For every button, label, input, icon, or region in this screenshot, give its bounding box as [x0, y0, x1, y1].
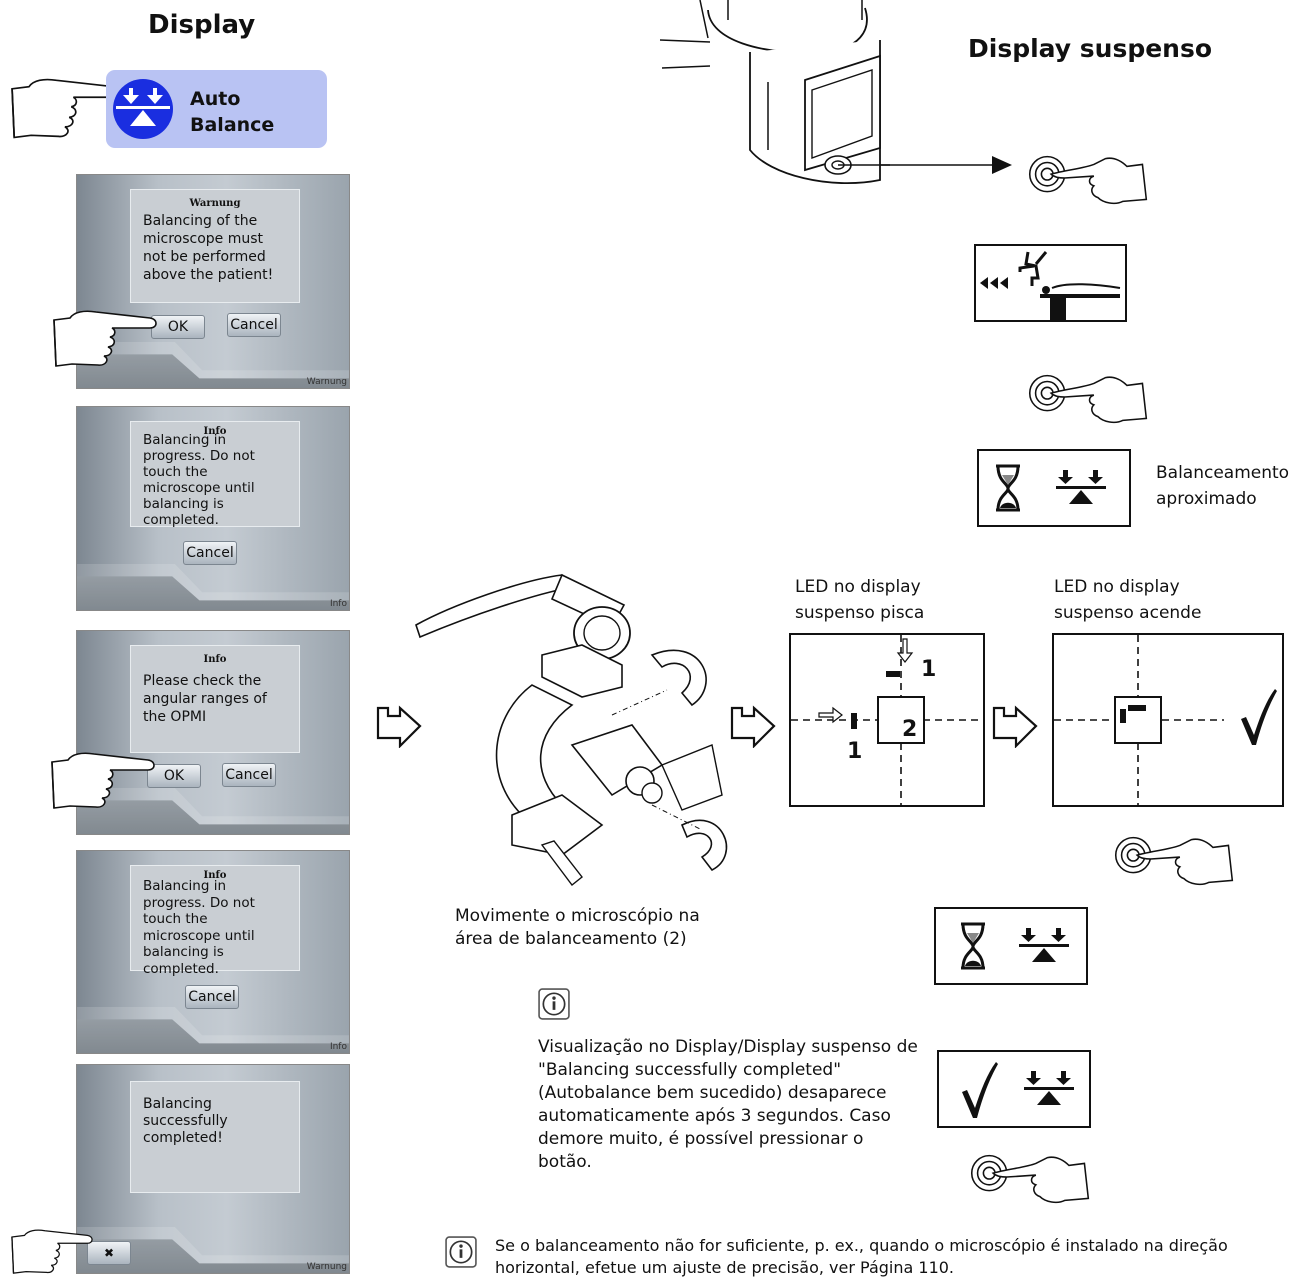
- hourglass-icon: [993, 461, 1023, 515]
- coarse-balancing-display: [977, 449, 1131, 527]
- auto-balance-icon: [113, 79, 173, 139]
- footer-note: Se o balanceamento não for suficiente, p…: [495, 1236, 1228, 1277]
- next-step-arrow-icon: [990, 698, 1040, 748]
- ok-button[interactable]: OK: [147, 764, 201, 788]
- info-icon: [538, 988, 570, 1020]
- hand-pointing-icon: [2, 1226, 102, 1281]
- balance-icon: [1053, 465, 1113, 509]
- info-screen: Info Balancing in progress. Do not touch…: [76, 406, 350, 611]
- dialog-message: Balancing of the microscope must not be …: [143, 213, 274, 283]
- dialog-message: Balancing in progress. Do not touch the …: [143, 432, 255, 528]
- dialog-title: Info: [203, 654, 227, 665]
- dialog-message: Balancing successfully completed!: [143, 1096, 228, 1146]
- balance-icon: [1016, 923, 1076, 967]
- balance-icon: [1021, 1066, 1081, 1110]
- patient-warning-display: [974, 244, 1127, 322]
- arrow-right-icon: [880, 156, 1012, 174]
- dialog-message: Balancing in progress. Do not touch the …: [143, 878, 255, 977]
- dialog-title: Info: [203, 426, 227, 437]
- hand-pointing-icon: [48, 748, 158, 818]
- dialog-title: Info: [203, 870, 227, 881]
- hourglass-icon: [958, 919, 988, 973]
- warning-dialog: Warnung Balancing of the microscope must…: [130, 189, 300, 303]
- balancing-area-diagram: [791, 635, 983, 805]
- press-button-icon: [1024, 364, 1154, 432]
- area-mark-1-left: 1: [847, 739, 863, 764]
- dialog-title: Warnung: [189, 198, 241, 209]
- check-icon: [959, 1060, 999, 1120]
- info-dialog: Info Balancing in progress. Do not touch…: [130, 865, 300, 977]
- info-screen: Info Balancing in progress. Do not touch…: [76, 850, 350, 1054]
- success-dialog: Balancing successfully completed!: [130, 1081, 300, 1193]
- screen-corner-label: Info: [329, 1042, 347, 1052]
- info-dialog: Info Please check the angular ranges of …: [130, 645, 300, 753]
- info-icon: [445, 1236, 477, 1268]
- pendant-display-heading: Display suspenso: [968, 34, 1213, 63]
- auto-balance-button[interactable]: Auto Balance: [106, 70, 327, 148]
- next-step-arrow-icon: [728, 698, 778, 748]
- angular-ranges-screen: Info Please check the angular ranges of …: [76, 630, 350, 835]
- balancing-complete-display: [937, 1050, 1091, 1128]
- warning-screen: Warnung Balancing of the microscope must…: [76, 174, 350, 389]
- close-button[interactable]: ✖: [87, 1241, 131, 1265]
- close-icon: ✖: [103, 1246, 115, 1260]
- move-microscope-label: Movimente o microscópio na área de balan…: [455, 906, 700, 949]
- balancing-area-display: 1 1 2: [789, 633, 985, 807]
- dialog-message: Please check the angular ranges of the O…: [143, 673, 267, 725]
- area-mark-1-top: 1: [921, 657, 937, 682]
- success-screen: Balancing successfully completed! ✖ Warn…: [76, 1064, 350, 1274]
- area-mark-2: 2: [902, 717, 918, 742]
- hand-pointing-icon: [50, 306, 160, 376]
- led-lights-label: LED no display suspenso acende: [1054, 577, 1202, 623]
- display-heading: Display: [148, 10, 256, 40]
- info-dialog: Info Balancing in progress. Do not touch…: [130, 421, 300, 528]
- balanced-display: [1052, 633, 1284, 807]
- press-button-icon: [966, 1144, 1096, 1212]
- display-info-note: Visualização no Display/Display suspenso…: [538, 1037, 918, 1172]
- coarse-balancing-label: Balanceamento aproximado: [1156, 463, 1290, 509]
- screen-corner-label: Info: [329, 599, 347, 609]
- patient-warning-icon: [980, 251, 1121, 320]
- check-icon: [1238, 687, 1278, 747]
- press-button-icon: [1024, 145, 1154, 213]
- screen-corner-label: Warnung: [306, 1262, 347, 1272]
- balanced-diagram: [1054, 635, 1224, 805]
- microscope-illustration: [415, 573, 728, 886]
- press-button-icon: [1100, 826, 1250, 894]
- pendant-display-illustration: [659, 0, 890, 185]
- cancel-button[interactable]: Cancel: [183, 541, 237, 565]
- screen-corner-label: Warnung: [306, 377, 347, 387]
- auto-balance-label-1: Auto: [190, 88, 241, 110]
- auto-balance-label-2: Balance: [190, 114, 275, 136]
- cancel-button[interactable]: Cancel: [222, 763, 276, 787]
- cancel-button[interactable]: Cancel: [227, 313, 281, 337]
- led-blinks-label: LED no display suspenso pisca: [795, 577, 925, 623]
- cancel-button[interactable]: Cancel: [185, 985, 239, 1009]
- fine-balancing-display: [934, 907, 1088, 985]
